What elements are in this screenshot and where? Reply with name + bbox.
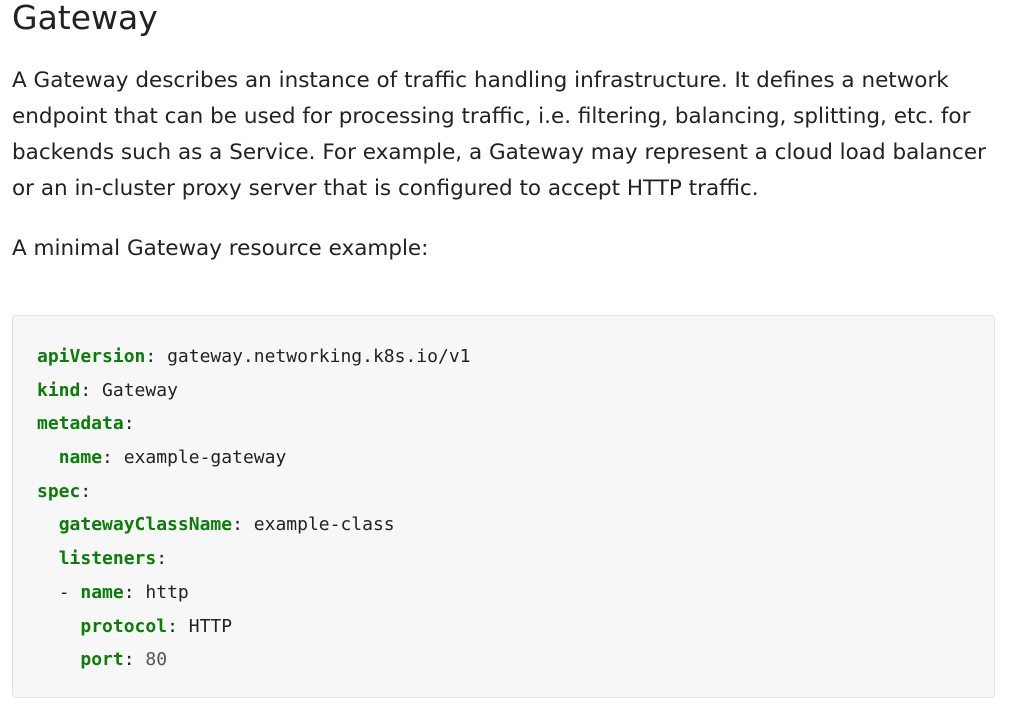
yaml-code: apiVersion: gateway.networking.k8s.io/v1… — [37, 340, 471, 677]
code-list-dash: - — [58, 581, 81, 603]
code-value: 80 — [145, 649, 168, 671]
code-key: name — [58, 447, 103, 469]
code-colon: : — [123, 413, 135, 435]
code-key: apiVersion — [37, 346, 146, 367]
section-heading: Gateway — [12, 0, 158, 37]
code-line: name: example-gateway — [37, 441, 471, 475]
intro-paragraph: A Gateway describes an instance of traff… — [12, 68, 986, 201]
code-line: apiVersion: gateway.networking.k8s.io/v1 — [37, 340, 471, 374]
code-line: - name: http — [37, 576, 471, 610]
code-value: HTTP — [188, 615, 233, 637]
code-indent — [37, 447, 59, 468]
code-line: port: 80 — [37, 643, 471, 677]
code-key: kind — [37, 379, 81, 401]
code-value: http — [145, 581, 189, 603]
code-indent — [37, 582, 59, 603]
code-key: listeners — [58, 548, 157, 570]
code-colon: : — [80, 379, 92, 401]
code-colon: : — [232, 514, 243, 536]
example-lead-text: A minimal Gateway resource example: — [12, 236, 429, 261]
code-key: name — [80, 581, 124, 603]
code-indent — [37, 514, 59, 535]
code-block: apiVersion: gateway.networking.k8s.io/v1… — [12, 315, 995, 698]
code-value: gateway.networking.k8s.io/v1 — [167, 346, 471, 367]
code-colon: : — [167, 615, 178, 637]
code-colon: : — [156, 548, 168, 570]
code-indent — [37, 548, 59, 569]
code-indent — [37, 616, 80, 637]
code-line: gatewayClassName: example-class — [37, 508, 471, 542]
code-line: metadata: — [37, 407, 471, 441]
code-key: metadata — [37, 413, 124, 435]
code-line: protocol: HTTP — [37, 610, 471, 644]
code-colon: : — [102, 447, 113, 469]
code-indent — [37, 649, 80, 670]
code-key: spec — [37, 480, 81, 502]
code-value: example-class — [253, 514, 395, 536]
code-colon: : — [80, 480, 92, 502]
code-key: gatewayClassName — [58, 514, 233, 536]
code-colon: : — [123, 649, 135, 671]
code-value: Gateway — [102, 379, 178, 401]
code-colon: : — [145, 346, 157, 367]
code-key: port — [80, 649, 124, 671]
code-key: protocol — [80, 615, 168, 637]
code-value: example-gateway — [123, 447, 287, 469]
code-line: spec: — [37, 475, 471, 509]
code-line: kind: Gateway — [37, 374, 471, 408]
code-colon: : — [123, 581, 135, 603]
code-line: listeners: — [37, 542, 471, 576]
